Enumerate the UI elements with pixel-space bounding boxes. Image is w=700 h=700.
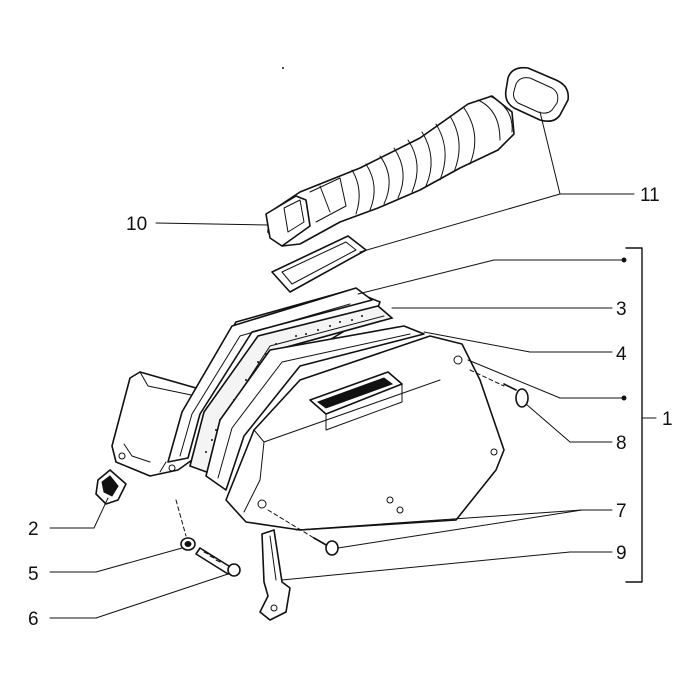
- callout-6: 6: [28, 609, 39, 630]
- airbox-cover: [225, 335, 505, 531]
- part-11-oval-seal: [504, 66, 570, 122]
- part-10-intake-duct: [265, 95, 515, 247]
- callout-11: 11: [640, 185, 660, 206]
- callout-2: 2: [28, 519, 39, 540]
- callout-1: 1: [662, 409, 673, 430]
- part-8-screw: [469, 369, 529, 408]
- callout-9: 9: [616, 543, 627, 564]
- part-9-bracket: [259, 529, 291, 621]
- reference-dot: [621, 257, 627, 263]
- part-2-clip: [95, 469, 127, 505]
- callout-5: 5: [28, 564, 39, 585]
- leader-lines: [49, 111, 657, 619]
- part-6-bolt: [195, 547, 241, 577]
- speck: [282, 67, 284, 69]
- callout-3: 3: [616, 299, 627, 320]
- part-5-washer: [175, 499, 196, 551]
- part-4-seal: [205, 325, 425, 491]
- reference-dot: [621, 395, 627, 401]
- callout-4: 4: [616, 344, 627, 365]
- callout-7: 7: [616, 501, 627, 522]
- callout-10: 10: [126, 214, 147, 235]
- callout-8: 8: [616, 433, 627, 454]
